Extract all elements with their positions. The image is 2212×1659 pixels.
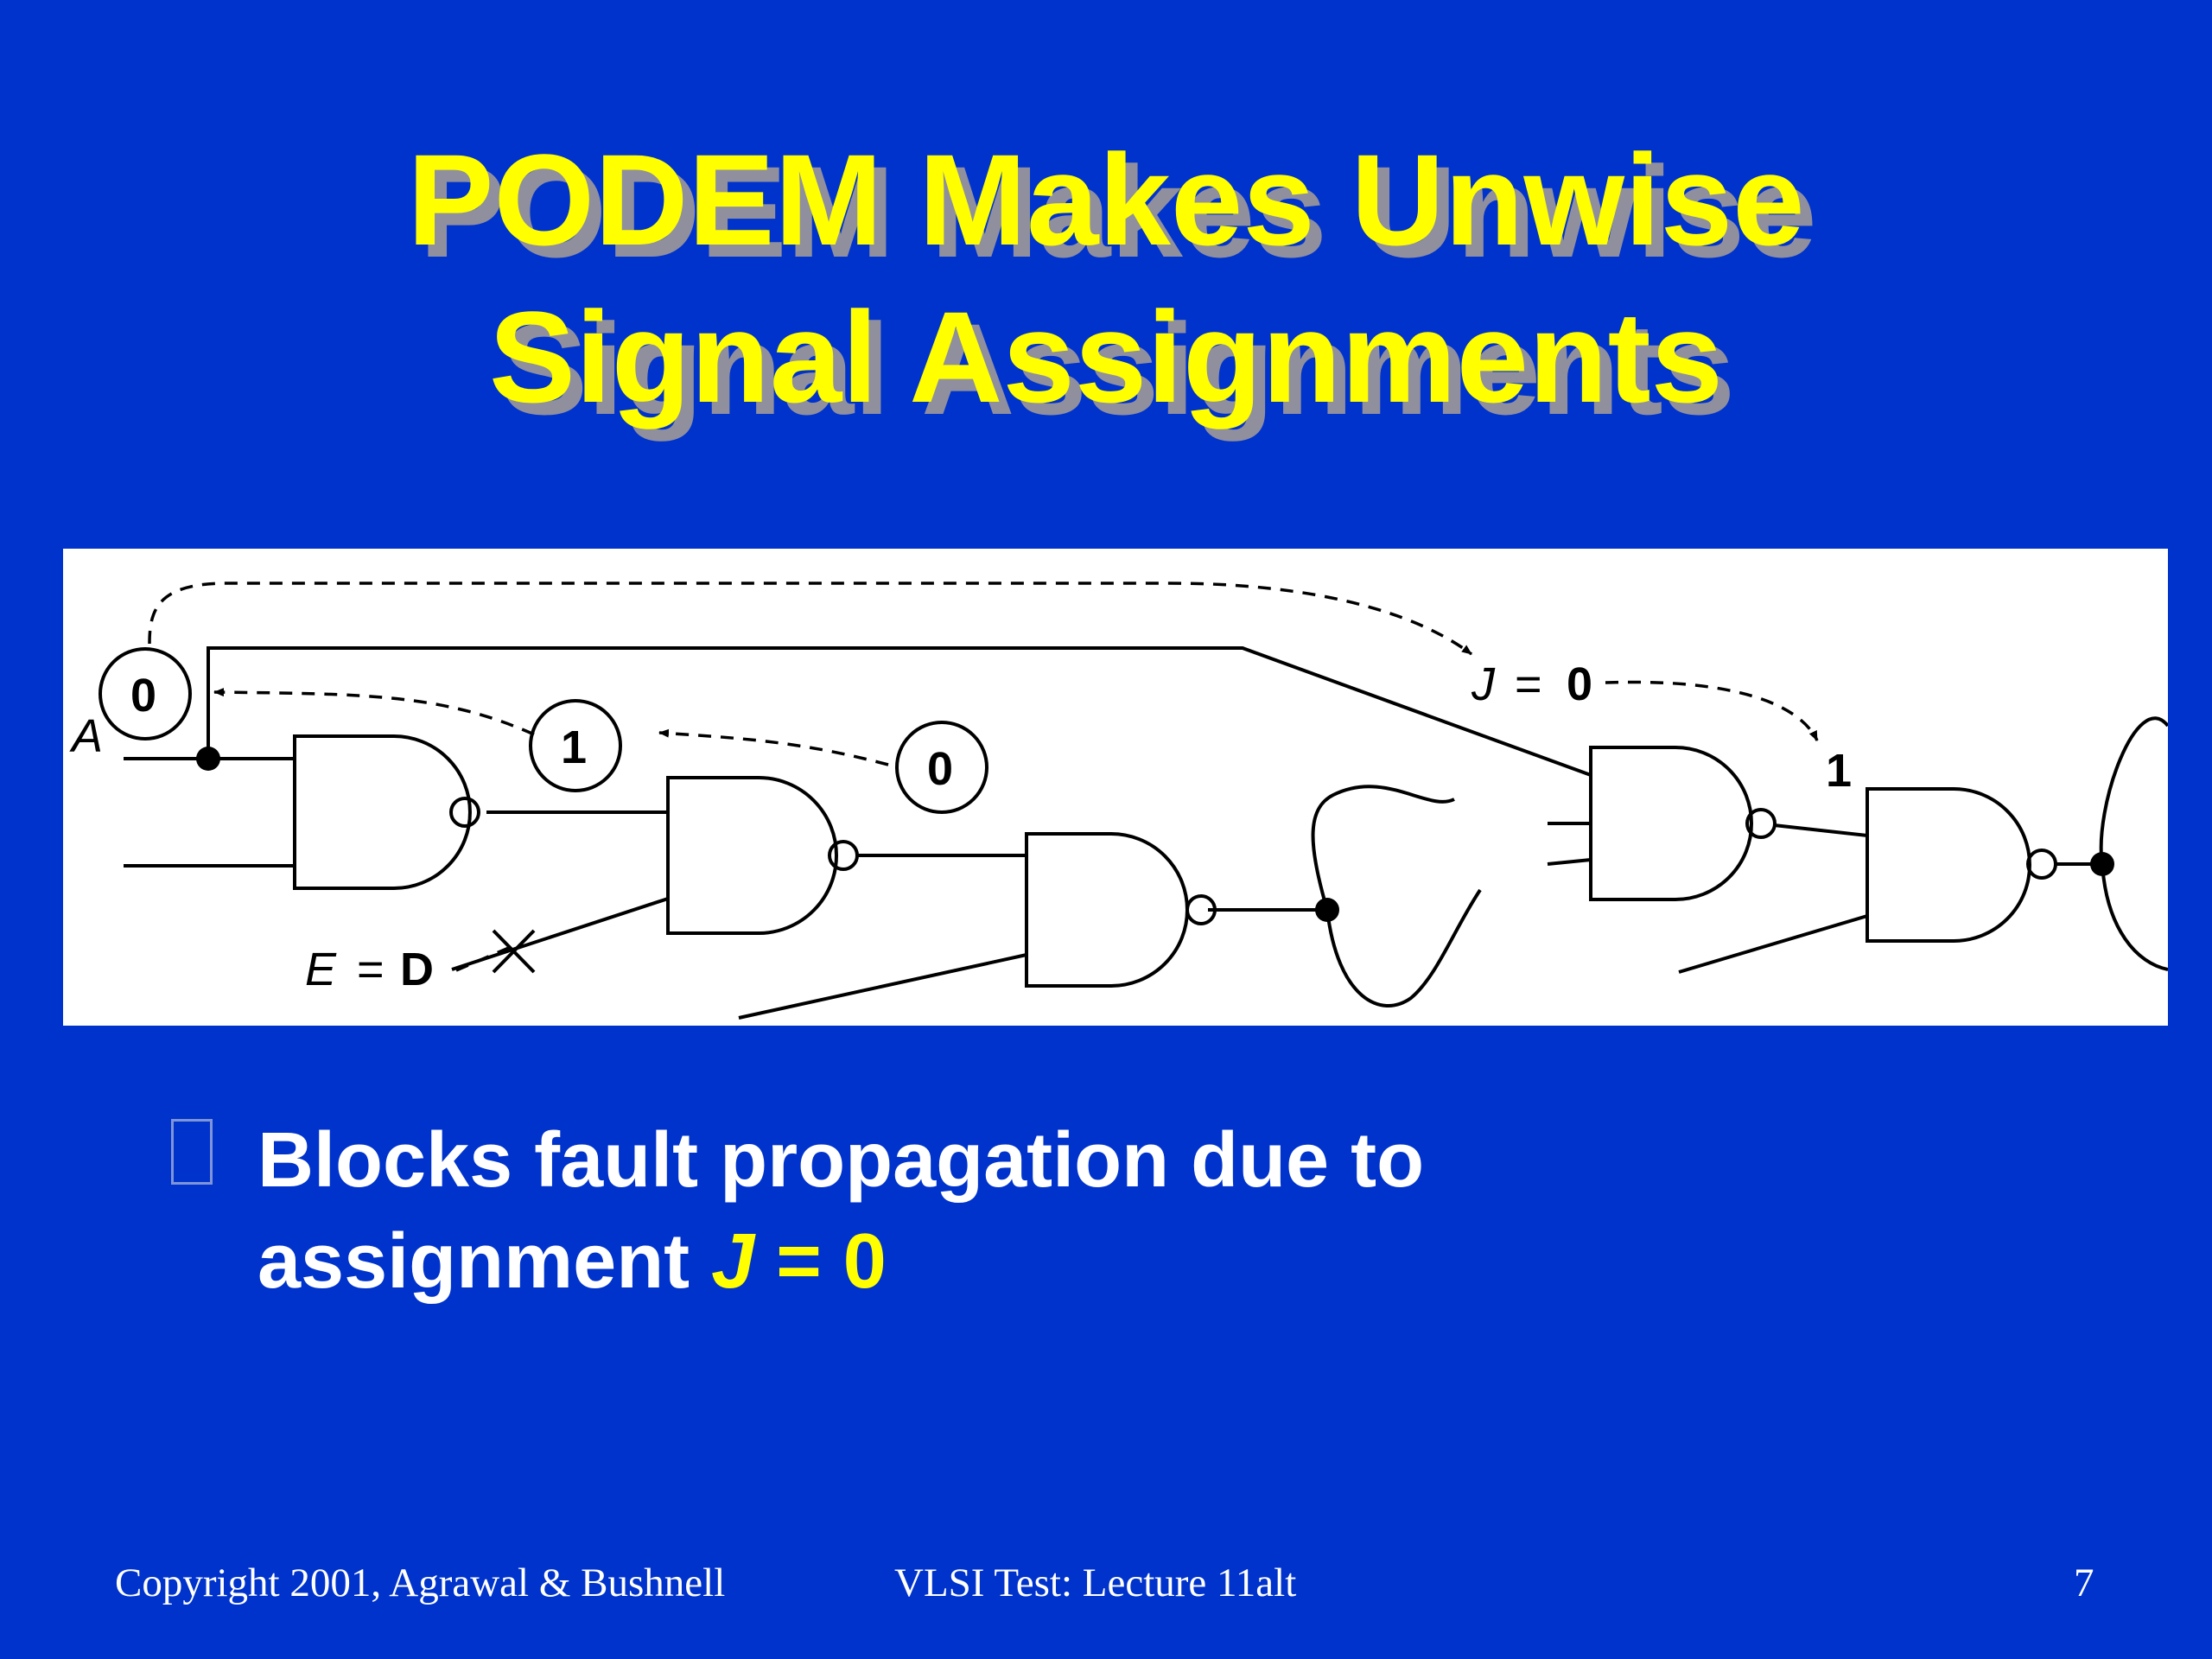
nand-gate-3: [1025, 832, 1189, 988]
footer-copyright: Copyright 2001, Agrawal & Bushnell: [115, 1560, 726, 1605]
nand-bubble-2: [828, 840, 859, 871]
label-e: E: [305, 944, 337, 995]
nand-gate-1: [293, 734, 472, 890]
junction-dot-out: [2090, 852, 2114, 876]
wire-g5-g6: [1773, 823, 1868, 837]
fault-x-mark-shape: [492, 929, 536, 974]
feedback-wire: [207, 646, 1592, 777]
circuit-svg: A 0 1 0 J = 0 1 E = D: [69, 582, 2168, 1020]
slide-title-line-2: Signal Assignments: [488, 284, 1724, 429]
wire-g5-input: [1547, 858, 1592, 866]
label-j: J: [1471, 658, 1496, 710]
nand-gate-5: [1589, 746, 1753, 901]
footer-page-number: 7: [2074, 1560, 2094, 1605]
slide-title-line-1: PODEM Makes Unwise: [407, 127, 1805, 272]
bullet-text: Blocks fault propagation due to assignme…: [257, 1110, 1424, 1313]
fanout-loop: [1311, 785, 1455, 911]
partial-loop: [2099, 716, 2168, 865]
highlight-equals-zero: = 0: [754, 1218, 887, 1305]
label-gate-input-1: 1: [1826, 745, 1852, 797]
nand-bubble-1: [449, 797, 480, 828]
label-j-value: 0: [1567, 658, 1592, 710]
label-e-equals: =: [357, 944, 385, 995]
partial-loop-low: [2101, 863, 2168, 971]
dashed-arrow-to-1: [658, 728, 889, 766]
highlight-variable-j: J: [711, 1218, 755, 1305]
fanout-loop-low: [1325, 888, 1482, 1007]
nand-bubble-6: [2026, 849, 2057, 880]
bullet-line-1: Blocks fault propagation due to: [257, 1117, 1425, 1204]
nand-bubble-3: [1185, 894, 1217, 925]
junction-dot-fanout: [1315, 898, 1339, 922]
bullet-line-2-prefix: assignment: [257, 1218, 712, 1305]
label-e-value: D: [400, 944, 434, 995]
junction-dot-a: [196, 747, 220, 771]
label-j-equals: =: [1515, 658, 1542, 710]
circle-label-0-right: 0: [927, 743, 953, 795]
dashed-arrow-to-0: [213, 688, 535, 736]
circle-label-0-left: 0: [130, 670, 156, 721]
wire-g6-input2: [1678, 914, 1868, 974]
dashed-arrow-top: [148, 582, 1473, 656]
wire-g3-input2: [738, 953, 1027, 1020]
slide-title: PODEM Makes Unwise Signal Assignments: [0, 121, 2212, 435]
dashed-e: [455, 943, 518, 972]
circuit-diagram: A 0 1 0 J = 0 1 E = D: [63, 549, 2168, 1026]
bullet-line-2: assignment J = 0: [257, 1211, 1424, 1313]
label-a: A: [69, 710, 103, 762]
nand-gate-6: [1866, 787, 2031, 943]
circle-value-1: [529, 699, 622, 792]
footer-lecture: VLSI Test: Lecture 11alt: [894, 1560, 1297, 1605]
bullet-item: Blocks fault propagation due to assignme…: [171, 1110, 1424, 1313]
nand-bubble-5: [1745, 808, 1777, 839]
circle-value-0-right: [895, 721, 988, 814]
nand-gate-2: [666, 776, 838, 935]
dashed-arrow-j: [1605, 680, 1819, 741]
bullet-glyph-icon: [171, 1119, 213, 1185]
circle-value-0-left: [99, 647, 192, 741]
circle-label-1: 1: [561, 721, 587, 773]
